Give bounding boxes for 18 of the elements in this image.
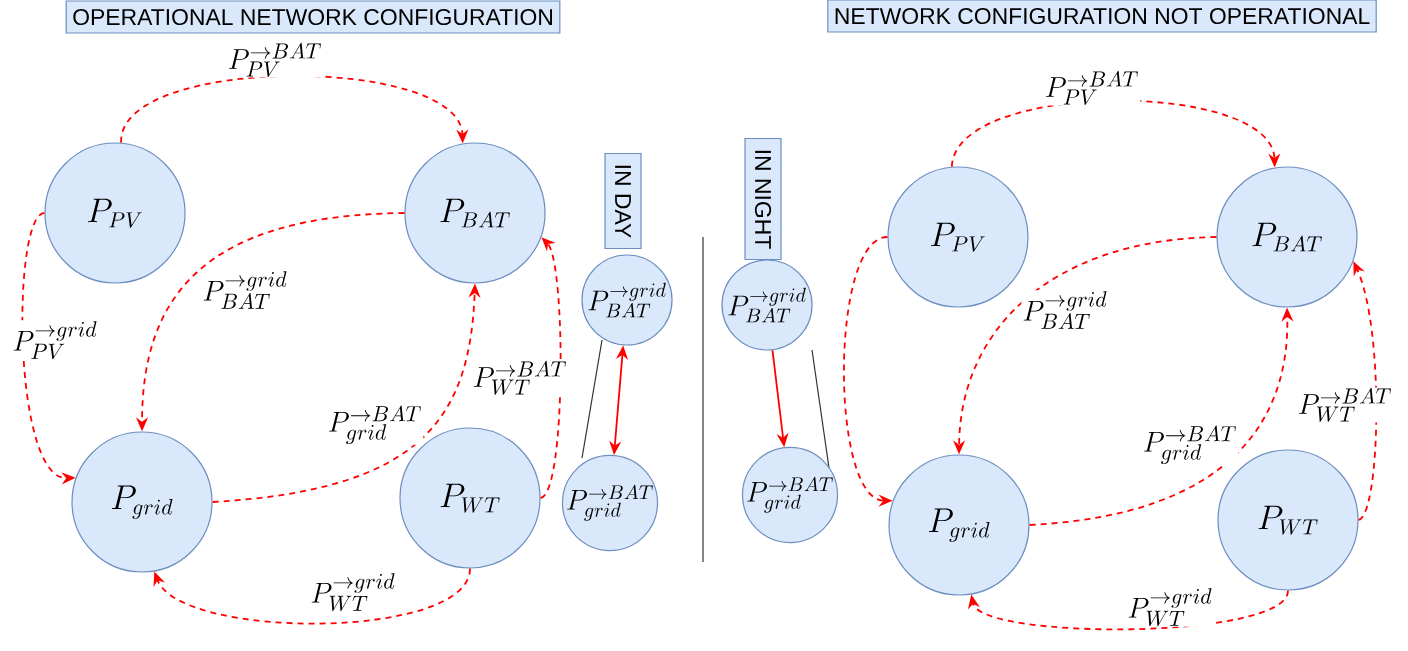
- edge-label: $P_{WT}^{\rightarrow grid}$: [309, 572, 397, 612]
- arrow: [967, 589, 1289, 631]
- edge-label: $P_{WT}^{\rightarrow BAT}$: [1296, 387, 1394, 423]
- edge-label: $P_{BAT}^{\rightarrow grid}$: [1021, 290, 1109, 330]
- time-label-box: IN DAY: [604, 152, 642, 250]
- edge-label: $P_{PV}^{\rightarrow BAT}$: [226, 42, 324, 78]
- arrow: [539, 237, 562, 499]
- arrow: [153, 567, 471, 625]
- title-box: OPERATIONAL NETWORK CONFIGURATION: [65, 0, 561, 34]
- edge-label: $P_{WT}^{\rightarrow grid}$: [1126, 587, 1214, 627]
- edge-label: $P_{grid}^{\rightarrow BAT}$: [326, 405, 424, 445]
- edge-label: $P_{BAT}^{\rightarrow grid}$: [201, 270, 289, 310]
- edge-label: $P_{grid}^{\rightarrow BAT}$: [1141, 425, 1239, 465]
- time-label-box: IN NIGHT: [744, 137, 782, 261]
- edge-label: $P_{PV}^{\rightarrow BAT}$: [1043, 70, 1141, 106]
- edge-label: $P_{PV}^{\rightarrow grid}$: [11, 320, 99, 360]
- title-box: NETWORK CONFIGURATION NOT OPERATIONAL: [827, 0, 1377, 33]
- edge-label: $P_{WT}^{\rightarrow BAT}$: [471, 360, 569, 396]
